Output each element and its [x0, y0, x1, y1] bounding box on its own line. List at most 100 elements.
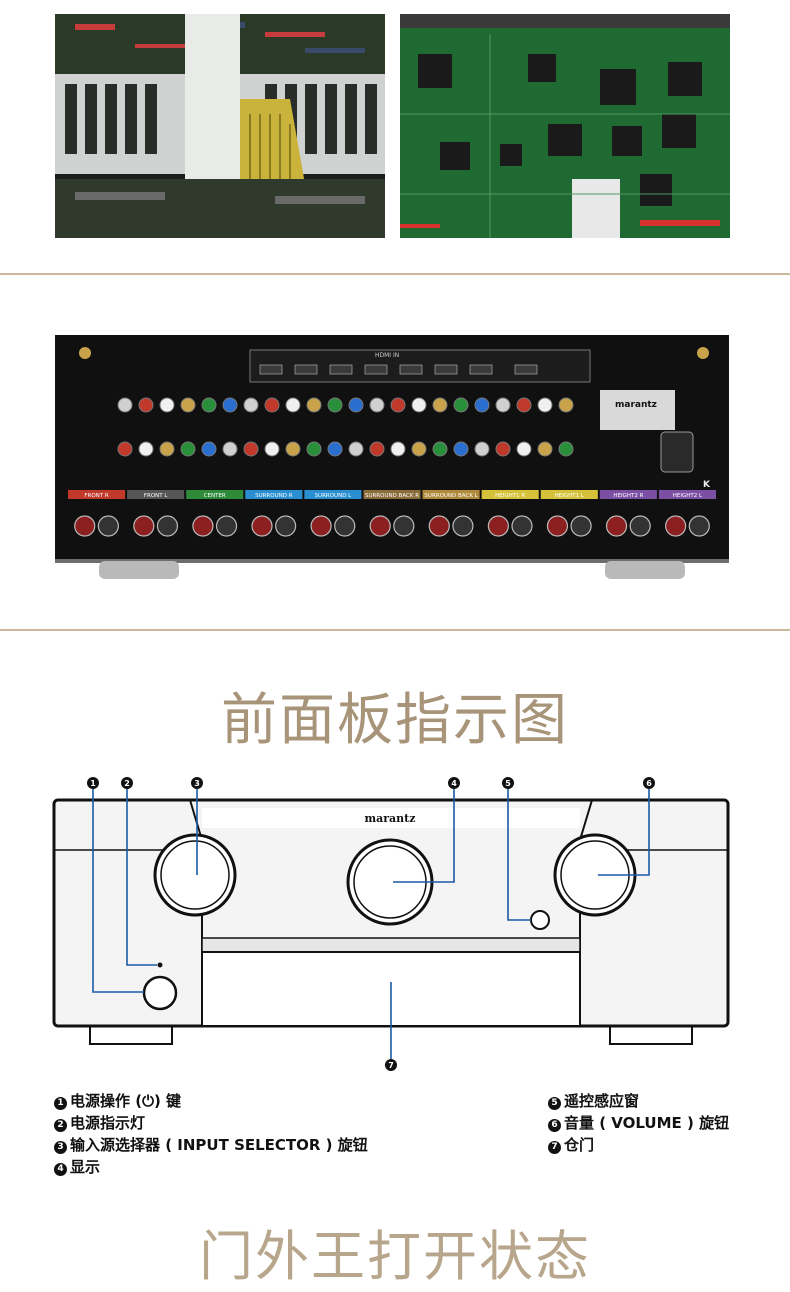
- legend-number: 6: [548, 1119, 561, 1132]
- speaker-terminal: [97, 515, 119, 537]
- callout-3: [191, 777, 203, 789]
- rca-jack: [327, 441, 343, 457]
- rca-jack: [495, 441, 511, 457]
- speaker-channel-label: HEIGHT1 L: [555, 493, 585, 499]
- speaker-channel-label: HEIGHT1 R: [495, 493, 525, 499]
- legend-text: 遥控感应窗: [564, 1092, 640, 1110]
- svg-text:2: 2: [124, 779, 130, 788]
- callout-2: [121, 777, 133, 789]
- speaker-channel-band: [186, 490, 244, 499]
- speaker-terminal: [192, 515, 214, 537]
- speaker-terminal: [156, 515, 179, 537]
- rca-jack: [327, 397, 343, 413]
- speaker-terminal: [688, 515, 710, 537]
- front-brand-logo: marantz: [364, 812, 415, 825]
- speaker-terminal: [487, 515, 509, 537]
- legend-text: 输入源选择器 ( INPUT SELECTOR ) 旋钮: [70, 1136, 368, 1154]
- rca-jack: [201, 397, 217, 413]
- callout-5: [502, 777, 514, 789]
- amplifier-interior-photo: [55, 14, 385, 238]
- rca-jack: [432, 397, 448, 413]
- remote-sensor-window: [530, 910, 550, 930]
- legend-number: 1: [54, 1097, 67, 1110]
- rca-jack: [558, 441, 574, 457]
- rca-jack: [243, 441, 259, 457]
- speaker-terminal: [428, 515, 450, 537]
- power-indicator-light: [157, 962, 163, 968]
- rca-jack: [117, 397, 133, 413]
- speaker-channel-label: SURROUND R: [255, 493, 293, 499]
- rca-jack: [180, 397, 196, 413]
- legend-number: 4: [54, 1163, 67, 1176]
- rca-jack: [117, 441, 133, 457]
- legend-text: 显示: [70, 1158, 101, 1176]
- svg-text:6: 6: [646, 779, 652, 788]
- rca-jack: [285, 397, 301, 413]
- speaker-channel-label: HEIGHT2 R: [613, 493, 643, 499]
- rca-jack: [348, 441, 364, 457]
- front-panel-diagram: marantz 1 2 3 4 5: [50, 770, 740, 1075]
- rca-jack: [243, 397, 259, 413]
- speaker-channel-label: CENTER: [204, 493, 226, 499]
- rca-jack: [411, 397, 427, 413]
- section-divider: [0, 629, 790, 631]
- rca-jack: [222, 441, 238, 457]
- section-divider: [0, 273, 790, 275]
- rca-jack: [390, 397, 406, 413]
- speaker-terminal: [665, 515, 687, 537]
- svg-text:4: 4: [451, 779, 457, 788]
- speaker-channel-band: [422, 490, 480, 499]
- speaker-terminal: [251, 515, 273, 537]
- rca-jack: [474, 397, 490, 413]
- speaker-terminal: [629, 515, 651, 537]
- rca-jack: [453, 397, 469, 413]
- speaker-terminal: [215, 515, 238, 537]
- rca-jack: [453, 441, 469, 457]
- callout-7: [385, 1059, 397, 1071]
- next-section-title: 门外王打开状态: [199, 1225, 591, 1288]
- callout-1: [87, 777, 99, 789]
- rca-jack: [558, 397, 574, 413]
- rear-corner-mark: K: [703, 480, 711, 490]
- rca-jack: [159, 441, 175, 457]
- rca-jack: [201, 441, 217, 457]
- rca-jack: [537, 397, 553, 413]
- legend-number: 5: [548, 1097, 561, 1110]
- speaker-channel-label: FRONT L: [144, 493, 169, 499]
- speaker-channel-label: SURROUND L: [315, 493, 353, 499]
- rca-jack: [306, 441, 322, 457]
- svg-text:3: 3: [194, 779, 200, 788]
- rca-jack: [159, 397, 175, 413]
- rca-jack: [369, 441, 385, 457]
- callout-4: [448, 777, 460, 789]
- rca-jack: [222, 397, 238, 413]
- speaker-terminal: [511, 515, 533, 537]
- speaker-terminal: [310, 515, 332, 537]
- rca-jack: [474, 441, 490, 457]
- right-foot: [609, 1025, 693, 1045]
- speaker-terminal: [605, 515, 628, 537]
- speaker-terminal: [393, 515, 415, 537]
- legend-text: 音量 ( VOLUME ) 旋钮: [564, 1114, 730, 1132]
- rca-jack: [390, 441, 406, 457]
- rca-jack: [348, 397, 364, 413]
- speaker-channel-band: [245, 490, 303, 499]
- speaker-channel-band: [304, 490, 362, 499]
- rca-jack: [537, 441, 553, 457]
- speaker-terminal: [275, 515, 297, 537]
- speaker-terminal: [74, 515, 96, 537]
- svg-text:1: 1: [90, 779, 96, 788]
- speaker-channel-band: [127, 490, 185, 499]
- legend-number: 2: [54, 1119, 67, 1132]
- speaker-terminal: [546, 515, 569, 537]
- rca-jack: [432, 441, 448, 457]
- speaker-channel-band: [481, 490, 539, 499]
- rca-jack: [306, 397, 322, 413]
- speaker-terminal: [452, 515, 474, 537]
- speaker-terminal: [570, 515, 592, 537]
